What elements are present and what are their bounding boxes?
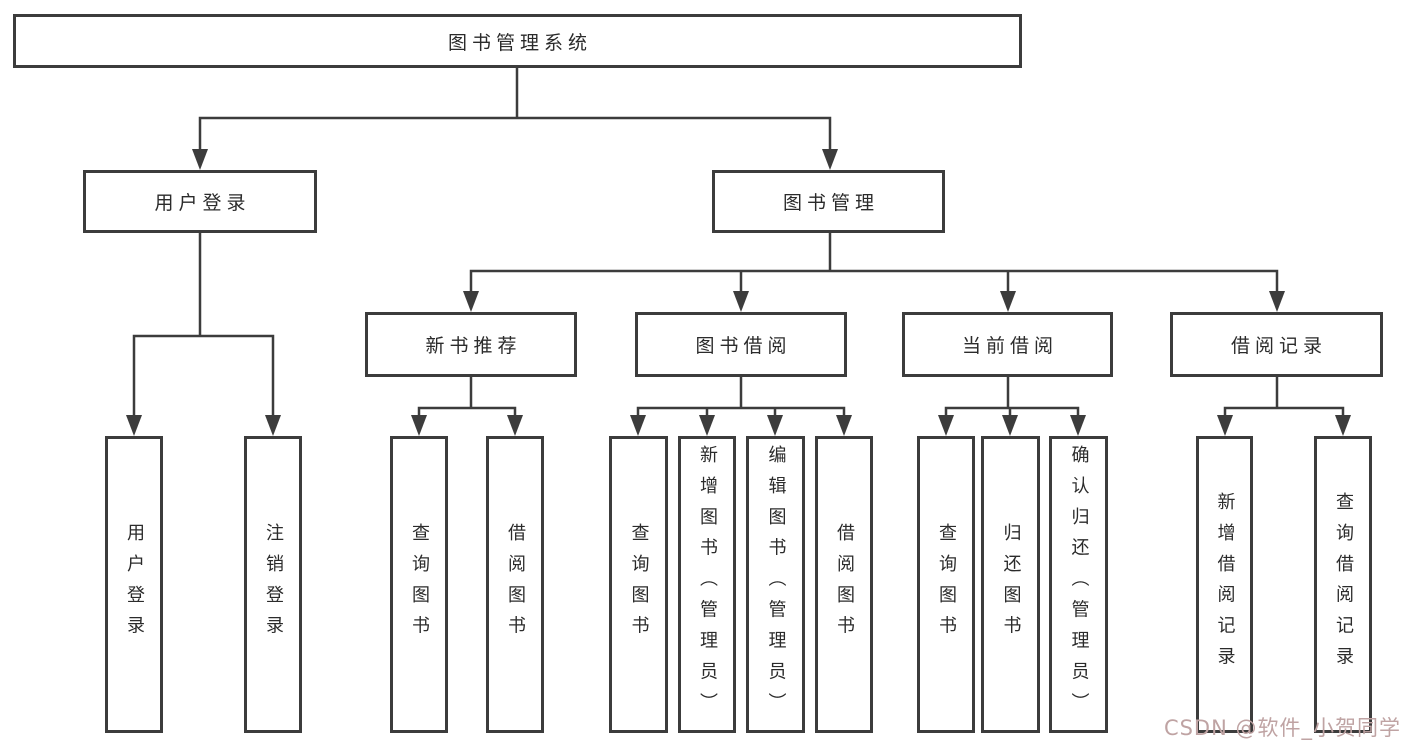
arrowhead	[1070, 415, 1086, 436]
arrowhead	[1217, 415, 1233, 436]
leaf-logout: 注销登录	[244, 436, 302, 733]
leaf-recommend-borrow-books-label: 借阅图书	[505, 522, 526, 647]
leaf-user-login-label: 用户登录	[124, 522, 145, 647]
arrowheads	[126, 149, 1351, 436]
leaf-borrow-query-books: 查询图书	[609, 436, 668, 733]
leaf-query-borrow-record: 查询借阅记录	[1314, 436, 1372, 733]
leaf-query-borrow-record-label: 查询借阅记录	[1333, 491, 1354, 678]
arrowhead	[1000, 291, 1016, 312]
arrowhead	[836, 415, 852, 436]
connector-borrow-records-subtree	[1223, 375, 1345, 418]
connector-user-login-subtree	[132, 231, 275, 418]
arrowhead	[126, 415, 142, 436]
connector-book-management-to-level3	[469, 231, 1279, 294]
leaf-return-books: 归还图书	[981, 436, 1040, 733]
node-current-borrowing: 当前借阅	[902, 312, 1113, 377]
leaf-current-query-books-label: 查询图书	[936, 522, 957, 647]
arrowhead	[265, 415, 281, 436]
node-user-login-label: 用户登录	[154, 192, 251, 214]
node-current-borrowing-label: 当前借阅	[961, 335, 1058, 357]
leaf-add-books-admin-label: 新增图书（管理员）	[697, 445, 718, 724]
node-new-book-recommendation-label: 新书推荐	[425, 335, 522, 357]
node-user-login: 用户登录	[83, 170, 317, 233]
arrowhead	[507, 415, 523, 436]
node-book-borrowing: 图书借阅	[635, 312, 847, 377]
node-library-management-system-label: 图书管理系统	[447, 31, 592, 54]
arrowhead	[1335, 415, 1351, 436]
leaf-confirm-return-admin-label: 确认归还（管理员）	[1068, 445, 1090, 724]
leaf-borrow-books-label: 借阅图书	[834, 522, 855, 647]
leaf-add-books-admin: 新增图书（管理员）	[678, 436, 736, 733]
leaf-recommend-borrow-books: 借阅图书	[486, 436, 544, 733]
arrowhead	[1002, 415, 1018, 436]
leaf-return-books-label: 归还图书	[1000, 522, 1022, 647]
leaf-edit-books-admin-label: 编辑图书（管理员）	[765, 445, 787, 724]
arrowhead	[699, 415, 715, 436]
leaf-logout-label: 注销登录	[263, 522, 284, 647]
leaf-add-borrow-record-label: 新增借阅记录	[1214, 491, 1236, 678]
node-library-management-system: 图书管理系统	[13, 14, 1022, 68]
leaf-borrow-books: 借阅图书	[815, 436, 873, 733]
arrowhead	[1269, 291, 1285, 312]
arrowhead	[733, 291, 749, 312]
leaf-recommend-query-books-label: 查询图书	[409, 522, 430, 647]
connector-root-to-level2	[198, 66, 832, 152]
leaf-borrow-query-books-label: 查询图书	[628, 522, 650, 647]
node-borrowing-records-label: 借阅记录	[1230, 335, 1327, 357]
arrowhead	[411, 415, 427, 436]
node-borrowing-records: 借阅记录	[1170, 312, 1383, 377]
connector-new-book-subtree	[417, 375, 517, 418]
node-book-management-label: 图书管理	[782, 192, 879, 214]
connector-current-borrow-subtree	[944, 375, 1080, 418]
leaf-recommend-query-books: 查询图书	[390, 436, 448, 733]
node-new-book-recommendation: 新书推荐	[365, 312, 577, 377]
leaf-edit-books-admin: 编辑图书（管理员）	[746, 436, 805, 733]
arrowhead	[938, 415, 954, 436]
leaf-add-borrow-record: 新增借阅记录	[1196, 436, 1253, 733]
arrowhead	[463, 291, 479, 312]
arrowhead	[767, 415, 783, 436]
arrowhead	[822, 149, 838, 170]
arrowhead	[630, 415, 646, 436]
node-book-borrowing-label: 图书借阅	[695, 335, 792, 357]
connector-book-borrow-subtree	[636, 375, 846, 418]
arrowhead	[192, 149, 208, 170]
node-book-management: 图书管理	[712, 170, 945, 233]
leaf-user-login: 用户登录	[105, 436, 163, 733]
leaf-current-query-books: 查询图书	[917, 436, 975, 733]
leaf-confirm-return-admin: 确认归还（管理员）	[1049, 436, 1108, 733]
